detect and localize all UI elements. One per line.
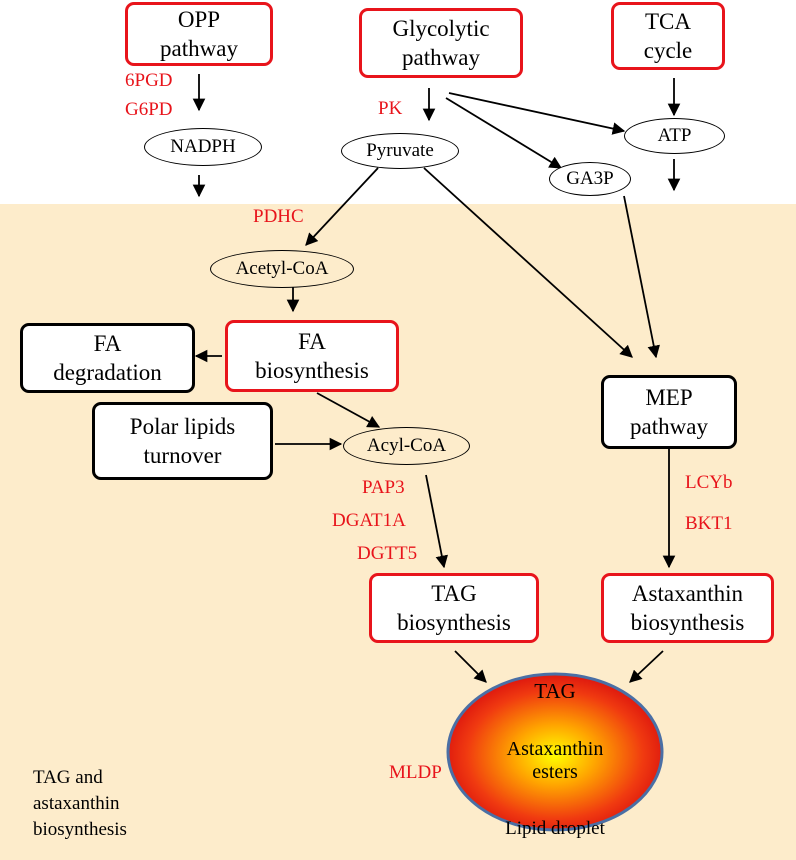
astaxanthin-biosynthesis-box: Astaxanthin biosynthesis <box>601 573 774 643</box>
enzyme-6pgd-label: 6PGD <box>125 70 173 91</box>
mep-pathway-box: MEP pathway <box>601 375 737 449</box>
arrow-astaxanthin-to-droplet <box>629 650 664 683</box>
enzyme-pap3-label: PAP3 <box>362 477 405 498</box>
enzyme-dgtt5-label: DGTT5 <box>357 543 418 564</box>
enzyme-g6pd-label: G6PD <box>125 99 173 120</box>
region-label: TAG and astaxanthin biosynthesis <box>33 767 127 840</box>
enzyme-dgat1a-label: DGAT1A <box>332 510 406 531</box>
tag-biosynthesis-box: TAG biosynthesis <box>369 573 539 643</box>
polar-lipids-turnover-box: Polar lipids turnover <box>92 402 273 480</box>
tca-cycle-box: TCA cycle <box>611 2 725 70</box>
lipid-droplet-caption: Lipid droplet <box>505 818 605 839</box>
ga3p-node: GA3P <box>549 162 631 196</box>
atp-node: ATP <box>624 118 725 154</box>
arrow-ga3p-to-mep <box>623 195 660 359</box>
opp-pathway-box: OPP pathway <box>125 2 273 66</box>
droplet-astaxanthin-esters-label: Astaxanthin esters <box>506 738 604 783</box>
enzyme-bkt1-label: BKT1 <box>685 513 733 534</box>
enzyme-lcyb-label: LCYb <box>685 472 733 493</box>
arrow-fa-to-acylcoa <box>316 392 381 428</box>
glycolytic-pathway-box: Glycolytic pathway <box>359 8 523 78</box>
arrow-glycolytic-to-ga3p <box>445 97 563 169</box>
nadph-node: NADPH <box>144 128 262 166</box>
pyruvate-node: Pyruvate <box>341 133 459 169</box>
acyl-coa-node: Acyl-CoA <box>343 427 470 465</box>
arrow-glycolytic-to-atp <box>448 92 626 135</box>
droplet-tag-label: TAG <box>534 679 576 703</box>
arrow-acylcoa-to-tag <box>425 474 449 569</box>
enzyme-pdhc-label: PDHC <box>253 206 304 227</box>
enzyme-pk-label: PK <box>378 98 403 119</box>
enzyme-mldp-label: MLDP <box>389 762 442 783</box>
arrow-pyruvate-to-acetylcoa <box>305 167 379 246</box>
fa-degradation-box: FA degradation <box>20 323 195 393</box>
arrow-pyruvate-to-mep <box>423 167 633 358</box>
fa-biosynthesis-box: FA biosynthesis <box>225 320 399 392</box>
lipid-droplet <box>446 672 664 832</box>
acetyl-coa-node: Acetyl-CoA <box>210 250 354 288</box>
arrow-tag-to-droplet <box>454 650 487 683</box>
